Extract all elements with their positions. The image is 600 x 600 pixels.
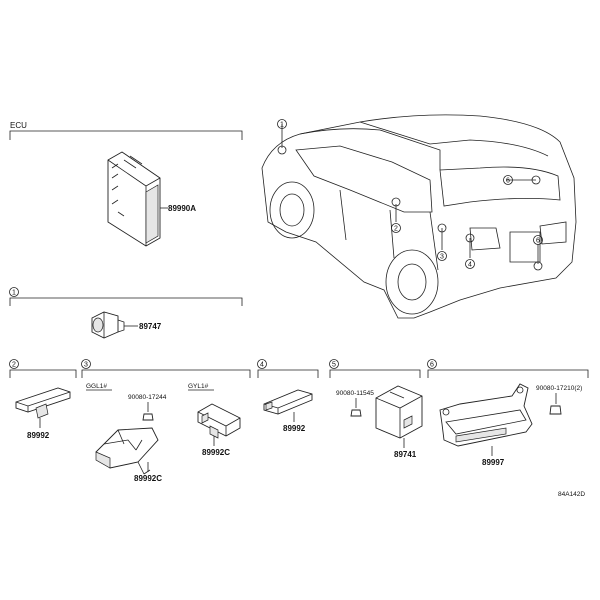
car-callout-1[interactable]: 1 xyxy=(280,122,284,129)
section-2: 2 89992 xyxy=(9,359,77,440)
car-callouts: 1 6 2 3 4 6 xyxy=(277,119,543,269)
variant-ggl1: GGL1# xyxy=(86,383,107,390)
section-4-marker: 4 xyxy=(260,362,264,369)
sensor-89992c-drawing-a xyxy=(95,427,159,475)
car-callout-6-rear-window[interactable]: 6 xyxy=(506,178,510,185)
section-5-marker: 5 xyxy=(332,362,336,369)
sensor-89992-drawing-b xyxy=(263,389,313,415)
part-89997[interactable]: 89997 xyxy=(482,458,505,467)
car-callout-4[interactable]: 4 xyxy=(468,262,472,269)
sensor-89747-drawing xyxy=(91,311,125,339)
sensor-89992-drawing-a xyxy=(15,387,71,419)
bolt-drawing-c xyxy=(549,405,562,415)
variant-gyl1: GYL1# xyxy=(188,383,209,390)
section-4: 4 89992 xyxy=(257,359,319,433)
car-callout-2[interactable]: 2 xyxy=(394,226,398,233)
bolt-drawing-b xyxy=(350,409,362,417)
side-window xyxy=(295,145,433,213)
part-89747[interactable]: 89747 xyxy=(139,322,162,331)
section-2-marker: 2 xyxy=(12,362,16,369)
bolt-90080-17244[interactable]: 90080-17244 xyxy=(128,394,167,401)
section-5: 5 90080-11545 89741 xyxy=(329,359,423,459)
part-89992-a[interactable]: 89992 xyxy=(27,431,50,440)
ecu-title: ECU xyxy=(10,121,27,130)
section-1-marker: 1 xyxy=(12,290,16,297)
license-plate xyxy=(509,231,541,263)
module-89741-drawing xyxy=(375,385,423,439)
ecu-part-number[interactable]: 89990A xyxy=(168,204,196,213)
part-89992c-a[interactable]: 89992C xyxy=(134,474,162,483)
ecu-module-drawing xyxy=(107,151,161,247)
ecu-section: ECU 89990A xyxy=(9,121,243,247)
diagram-code: 84A142D xyxy=(558,491,585,498)
section-6-marker: 6 xyxy=(430,362,434,369)
part-89992-b[interactable]: 89992 xyxy=(283,424,306,433)
section-3-marker: 3 xyxy=(84,362,88,369)
car-callout-3[interactable]: 3 xyxy=(440,254,444,261)
bolt-90080-17210[interactable]: 90080-17210(2) xyxy=(536,385,582,392)
antenna-89997-drawing xyxy=(439,383,533,447)
car-callout-6-plate[interactable]: 6 xyxy=(536,238,540,245)
section-6: 6 90080-17210(2) 89997 xyxy=(427,359,589,467)
part-89992c-b[interactable]: 89992C xyxy=(202,448,230,457)
section-1: 1 89747 xyxy=(9,287,243,339)
sensor-89992c-drawing-b xyxy=(197,403,241,439)
vehicle-illustration xyxy=(261,114,577,319)
part-89741[interactable]: 89741 xyxy=(394,450,417,459)
section-3: 3 GGL1# GYL1# 90080-17244 89992C 89992C xyxy=(81,359,251,483)
bolt-drawing-a xyxy=(142,413,154,421)
ecu-bracket xyxy=(9,130,243,140)
rear-window xyxy=(439,166,561,207)
bolt-90080-11545[interactable]: 90080-11545 xyxy=(336,390,374,397)
